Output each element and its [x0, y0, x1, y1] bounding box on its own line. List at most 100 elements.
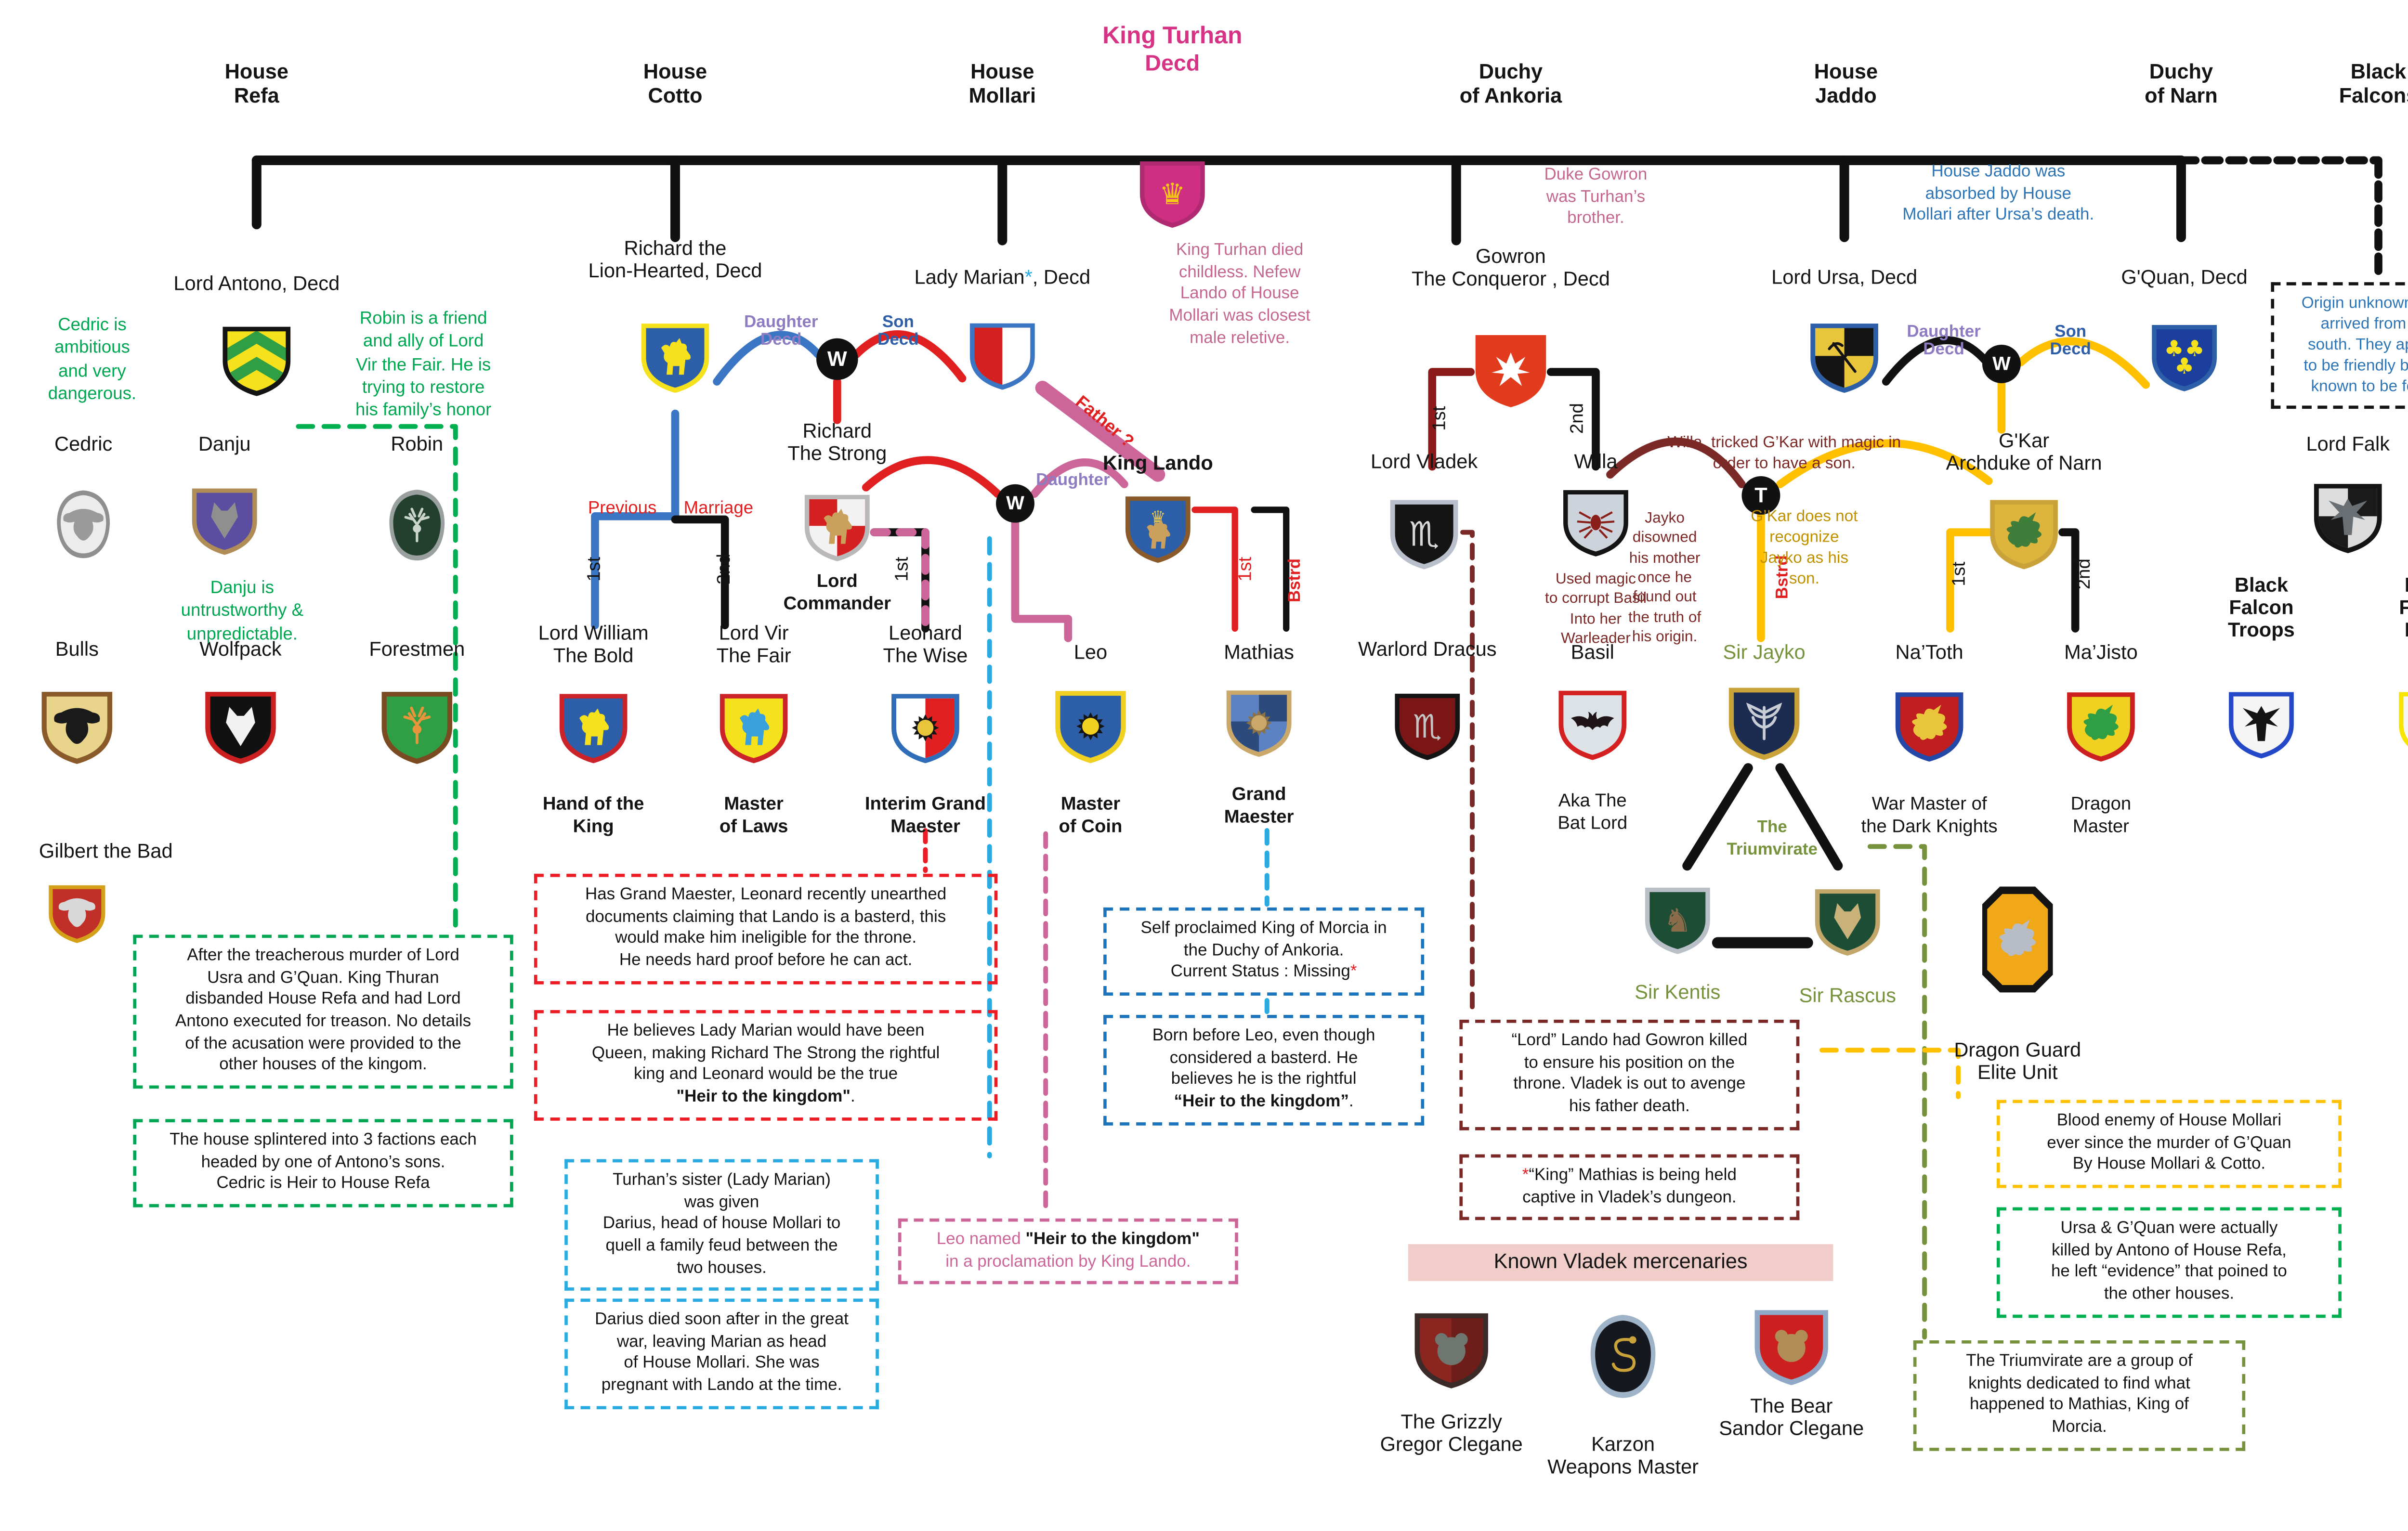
edge-label-marriage: Marriage — [683, 499, 754, 519]
leo-shield-icon — [1050, 664, 1131, 794]
william-shield-icon — [555, 667, 632, 793]
wolfpack-label: Wolfpack — [199, 638, 282, 661]
edge-label-w: W — [827, 346, 847, 371]
karzon-label: Karzon Weapons Master — [1547, 1433, 1699, 1479]
falk-label: Lord Falk — [2306, 433, 2390, 455]
bulls-shield-icon — [37, 664, 118, 795]
gowron-2nd-line — [1546, 368, 1600, 471]
note-turhan-note: King Turhan died childless. Nefew Lando … — [1169, 240, 1310, 348]
marian-label: Lady Marian*, Decd — [914, 266, 1090, 289]
robin-shield-icon — [380, 457, 454, 601]
note-morcia-box-2-part: Born before Leo, even though considered … — [1152, 1026, 1375, 1090]
note-leo-box-part: "Heir to the kingdom" — [1025, 1230, 1200, 1249]
cedric-label: Cedric — [54, 433, 113, 455]
bf_elites-shield-icon — [2395, 664, 2408, 791]
lando-label: King Lando — [1102, 452, 1213, 475]
vir-label: Lord Vir The Fair — [716, 622, 791, 667]
edge-label-daughter-decd: Daughter Decd — [1907, 322, 1981, 359]
leonard-label: Leonard The Wise — [883, 622, 968, 667]
forestmen-shield-icon — [377, 664, 458, 795]
kentis-label: Sir Kentis — [1635, 981, 1721, 1004]
edge-label-w: W — [1992, 352, 2011, 375]
father-band — [1035, 380, 1165, 482]
leo-label: Leo — [1073, 641, 1108, 664]
jayko-shield-icon — [1724, 662, 1805, 789]
svg-text:♏: ♏ — [1413, 707, 1442, 745]
king-turhan-title: King Turhan — [1102, 22, 1243, 50]
note-morcia-box-2-part: “Heir to the kingdom” — [1174, 1091, 1349, 1111]
gquan-shield-icon: ♣♣♣ — [2147, 295, 2221, 425]
turhan_crown-shield-icon: ♛ — [1136, 151, 1209, 242]
note-morcia-box-1-part: * — [1350, 962, 1357, 982]
note-refa-box-1: After the treacherous murder of Lord Usr… — [133, 934, 513, 1089]
edge-label-1st: 1st — [1950, 561, 1970, 586]
gilbert-label: Gilbert the Bad — [39, 840, 173, 863]
header-falcons: Black Falcons — [2339, 59, 2408, 107]
note-danju-note: Danju is untrustworthy & unpredictable. — [181, 579, 304, 644]
majisto-caption: Dragon Master — [2070, 795, 2132, 836]
richard-daughter-arc — [713, 331, 822, 386]
edge-label-bstrd: Bstrd — [1285, 558, 1305, 603]
richard_lh-label: Richard the Lion-Hearted, Decd — [588, 237, 762, 283]
note-gkar-note: G’Kar does not recognize Jayko as his so… — [1751, 508, 1858, 589]
marian-shield-icon — [966, 295, 1039, 422]
edge-label-daughter: Daughter — [1036, 470, 1110, 490]
note-maester-box-1: Has Grand Maester, Leonard recently unea… — [534, 873, 998, 984]
edge-label-son-decd: Son Decd — [877, 312, 919, 350]
note-mollari-box-2: Darius died soon after in the great war,… — [564, 1298, 879, 1409]
ursa-label: Lord Ursa, Decd — [1771, 266, 1918, 289]
note-vladek-box-1: “Lord” Lando had Gowron killed to ensure… — [1459, 1019, 1800, 1130]
svg-text:♛: ♛ — [1159, 177, 1186, 211]
note-morcia-box-1: Self proclaimed King of Morcia in the Du… — [1103, 907, 1425, 996]
cedric-shield-icon — [48, 460, 119, 597]
note-mollari-box-1: Turhan’s sister (Lady Marian) was given … — [564, 1159, 879, 1291]
page-title: King Turhan Decd — [1102, 23, 1242, 76]
olive-dashed — [1867, 844, 1927, 1340]
karzon-shield-icon — [1580, 1287, 1666, 1433]
strong-w2-arc — [862, 456, 1002, 498]
willa-shield-icon — [1559, 471, 1633, 579]
note-leo-box-part: in a proclamation by King Lando. — [945, 1251, 1191, 1271]
majisto-shield-icon — [2063, 664, 2140, 794]
mathias-caption: Grand Maester — [1224, 785, 1294, 827]
edge-label-2nd: 2nd — [715, 554, 735, 585]
header-mollari: House Mollari — [968, 59, 1036, 107]
svg-text:♣: ♣ — [2174, 353, 2194, 379]
dragonguard-label: Dragon Guard Elite Unit — [1954, 1038, 2081, 1084]
edge-label-w: W — [1006, 492, 1024, 514]
kentis-shield-icon: ♞ — [1641, 863, 1714, 983]
note-cedric-note: Cedric is ambitious and very dangerous. — [48, 316, 137, 404]
vir-shield-icon — [715, 667, 792, 793]
bulls-label: Bulls — [55, 638, 99, 661]
edge-label-son-decd: Son Decd — [2050, 322, 2091, 359]
strong-leonard-pink-dash — [870, 528, 929, 633]
richard_strong-label: Richard The Strong — [787, 420, 887, 465]
note-trick-note: Willa, tricked G’Kar with magic in order… — [1667, 434, 1901, 473]
note-maester-box-2-part: . — [850, 1087, 855, 1106]
note-ursa-killed-box: Ursa & G’Quan were actually killed by An… — [1996, 1207, 2342, 1317]
lando-daughter-arc — [1030, 458, 1128, 498]
wolfpack-shield-icon — [200, 664, 281, 795]
basil-caption: Aka The Bat Lord — [1557, 792, 1628, 833]
leo-caption: Master of Coin — [1059, 795, 1123, 836]
note-gowron-note: Duke Gowron was Turhan’s brother. — [1544, 165, 1648, 228]
forestmen-label: Forestmen — [369, 638, 465, 661]
rascus-label: Sir Rascus — [1799, 984, 1896, 1007]
leonard-caption: Interim Grand Maester — [864, 795, 986, 836]
wedding-circle-2 — [995, 484, 1034, 523]
svg-text:♏: ♏ — [1409, 514, 1440, 554]
natoth-label: Na’Toth — [1895, 641, 1963, 664]
willa-label: Willa — [1574, 450, 1618, 473]
antono-shield-icon — [218, 301, 295, 425]
leonard-shield-icon — [887, 667, 964, 793]
marriage-black — [671, 515, 729, 630]
vladek-brown-dashed — [1460, 530, 1475, 1019]
note-leo-box-part: Leo named — [936, 1230, 1026, 1249]
triumvirate-left-line — [1682, 763, 1753, 871]
house-drop-lines — [251, 156, 2186, 246]
note-vladek-box-2-part: * — [1522, 1165, 1529, 1185]
edge-label-previous: Previous — [588, 499, 657, 519]
header-refa: House Refa — [224, 59, 288, 107]
